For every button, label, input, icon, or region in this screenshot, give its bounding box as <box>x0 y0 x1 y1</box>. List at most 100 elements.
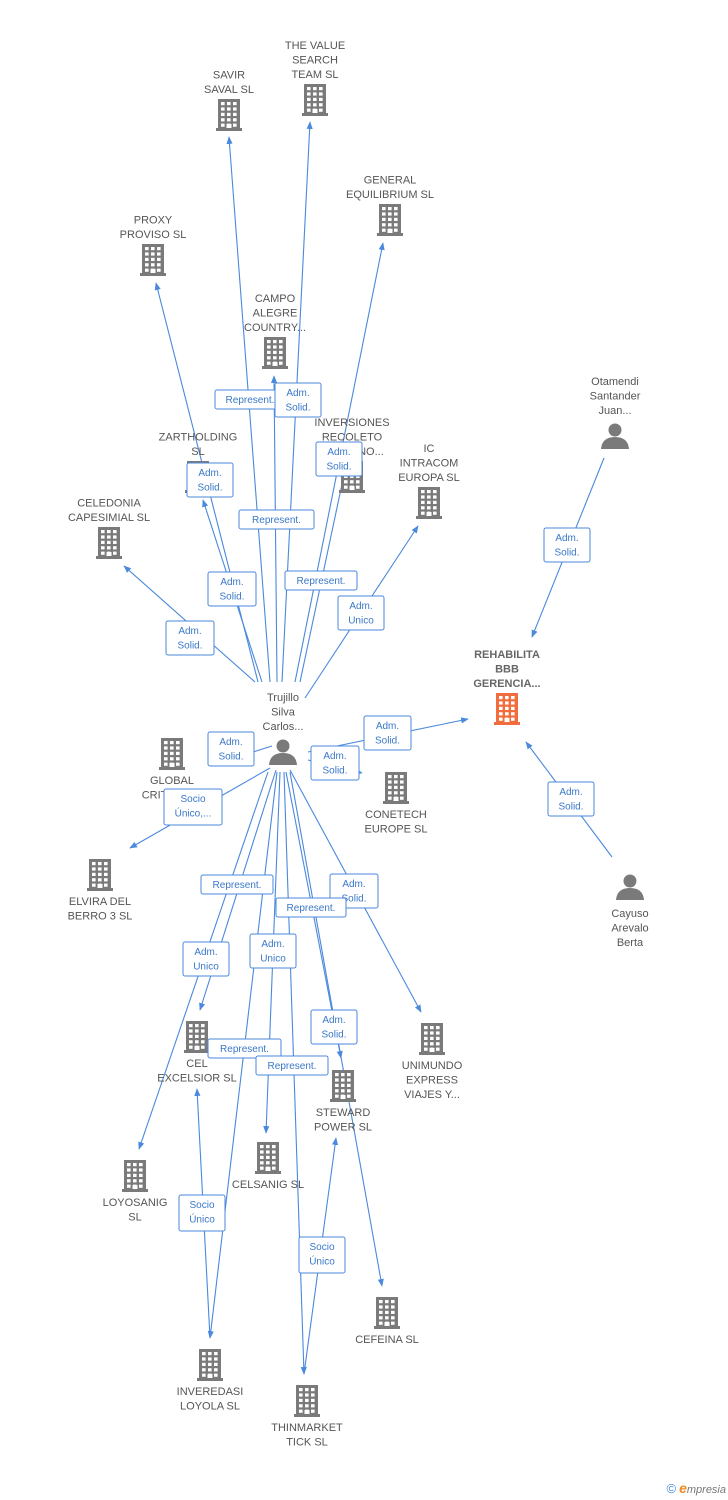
node-label-otamendi: Otamendi <box>591 376 639 388</box>
relationship-tag[interactable]: Adm.Solid. <box>186 462 234 498</box>
node-celsanig[interactable]: CELSANIG SL <box>232 1142 304 1191</box>
relationship-tag-box <box>165 620 215 656</box>
relationship-tag-box <box>274 382 322 418</box>
relationship-tag[interactable]: Represent. <box>200 874 274 895</box>
node-label-unimundo: VIAJES Y... <box>404 1089 460 1101</box>
relationship-tag-box <box>547 781 595 817</box>
relationship-tag-text: Unico <box>348 616 374 627</box>
relationship-tag-box <box>315 441 363 477</box>
node-label-cel: CEL <box>186 1058 207 1070</box>
relationship-tag-text: Unico <box>193 962 219 973</box>
building-icon <box>159 738 185 770</box>
node-label-steward: STEWARD <box>316 1107 371 1119</box>
building-icon <box>419 1023 445 1055</box>
node-cefeina[interactable]: CEFEINA SL <box>355 1297 419 1346</box>
relationship-tag-text: Socio <box>309 1242 334 1253</box>
building-icon <box>302 84 328 116</box>
relationship-tag[interactable]: SocioÚnico,... <box>163 788 223 826</box>
relationship-tag-text: Solid. <box>219 592 244 603</box>
relationship-tag[interactable]: Represent. <box>284 570 358 591</box>
empresia-logo[interactable]: ©empresia <box>666 1480 726 1496</box>
node-label-inveredasi: INVEREDASI <box>177 1386 244 1398</box>
node-label-cel: EXCELSIOR SL <box>157 1073 236 1085</box>
relationship-tag[interactable]: Adm.Unico <box>249 933 297 969</box>
relationship-tag[interactable]: Adm.Solid. <box>207 731 255 767</box>
relationship-tag[interactable]: Represent. <box>238 509 315 530</box>
building-icon <box>122 1160 148 1192</box>
node-label-inversiones: INVERSIONES <box>314 417 389 429</box>
node-label-rehabilita: GERENCIA... <box>473 678 540 690</box>
relationship-tag-text: Adm. <box>342 879 365 890</box>
relationship-tag-text: Adm. <box>323 751 346 762</box>
relationship-tag[interactable]: Adm.Solid. <box>315 441 363 477</box>
node-label-steward: POWER SL <box>314 1122 372 1134</box>
relationship-tag-box <box>182 941 230 977</box>
relationship-tag[interactable]: Represent. <box>214 389 286 410</box>
node-cel[interactable]: CEL EXCELSIOR SL <box>157 1021 237 1085</box>
node-label-trujillo: Silva <box>271 707 296 719</box>
relationship-tag[interactable]: Adm. Solid. <box>363 715 412 751</box>
relationship-tag-box <box>255 1055 329 1076</box>
building-icon <box>96 527 122 559</box>
node-label-rehabilita: BBB <box>495 664 519 676</box>
node-campo[interactable]: CAMPOALEGRECOUNTRY... <box>244 293 306 369</box>
relationship-tag-text: Adm. <box>286 388 309 399</box>
relationship-tag[interactable]: Adm.Solid. <box>310 1009 358 1045</box>
relationship-tag[interactable]: Represent. <box>207 1038 282 1059</box>
relationship-tag-box <box>310 1009 358 1045</box>
relationship-tag[interactable]: Represent. <box>255 1055 329 1076</box>
building-icon <box>255 1142 281 1174</box>
node-label-savir: SAVIR <box>213 70 245 82</box>
node-elvira[interactable]: ELVIRA DEL BERRO 3 SL <box>68 859 133 923</box>
relationship-tag-text: Adm. <box>555 533 578 544</box>
building-icon <box>494 693 520 725</box>
node-rehabilita[interactable]: REHABILITABBBGERENCIA... <box>473 649 541 725</box>
node-otamendi[interactable]: OtamendiSantanderJuan... <box>590 376 641 449</box>
relationship-tag-box <box>178 1194 226 1232</box>
relationship-tag-text: Solid. <box>341 894 366 905</box>
relationship-tag[interactable]: Adm.Unico <box>182 941 230 977</box>
relationship-tag[interactable]: Represent. <box>275 897 347 918</box>
building-icon <box>262 337 288 369</box>
relationship-tag-text: Solid. <box>321 1030 346 1041</box>
node-label-loyosanig: LOYOSANIG <box>103 1197 168 1209</box>
node-trujillo[interactable]: TrujilloSilvaCarlos... <box>263 692 304 765</box>
relationship-tag[interactable]: Adm.Solid. <box>165 620 215 656</box>
relationship-tag[interactable]: Adm.Solid. <box>543 527 591 563</box>
relationship-tag[interactable]: Adm.Solid. <box>207 571 257 607</box>
node-label-intracom: INTRACOM <box>400 458 459 470</box>
node-label-cayuso: Cayuso <box>611 908 648 920</box>
relationship-tag-text: Adm. <box>178 626 201 637</box>
relationship-tag-text: Solid. <box>558 802 583 813</box>
relationship-tag[interactable]: Adm.Solid. <box>310 745 360 781</box>
node-label-unimundo: UNIMUNDO <box>402 1060 463 1072</box>
relationship-tag-text: Socio <box>180 794 205 805</box>
node-label-cayuso: Berta <box>617 937 644 949</box>
person-icon <box>601 423 629 449</box>
relationship-tag[interactable]: Adm.Solid. <box>547 781 595 817</box>
relationship-tag[interactable]: Adm.Solid. <box>274 382 322 418</box>
relationship-tag-text: Solid. <box>375 736 400 747</box>
relationship-tag-text: Adm. <box>376 721 399 732</box>
relationship-tag-text: Único,... <box>175 807 212 820</box>
node-label-elvira: BERRO 3 SL <box>68 911 133 923</box>
node-label-elvira: ELVIRA DEL <box>69 896 131 908</box>
node-steward[interactable]: STEWARD POWER SL <box>314 1070 372 1134</box>
relationship-tag-text: Unico <box>260 954 286 965</box>
relationship-tag[interactable]: Adm.Unico <box>337 595 385 631</box>
